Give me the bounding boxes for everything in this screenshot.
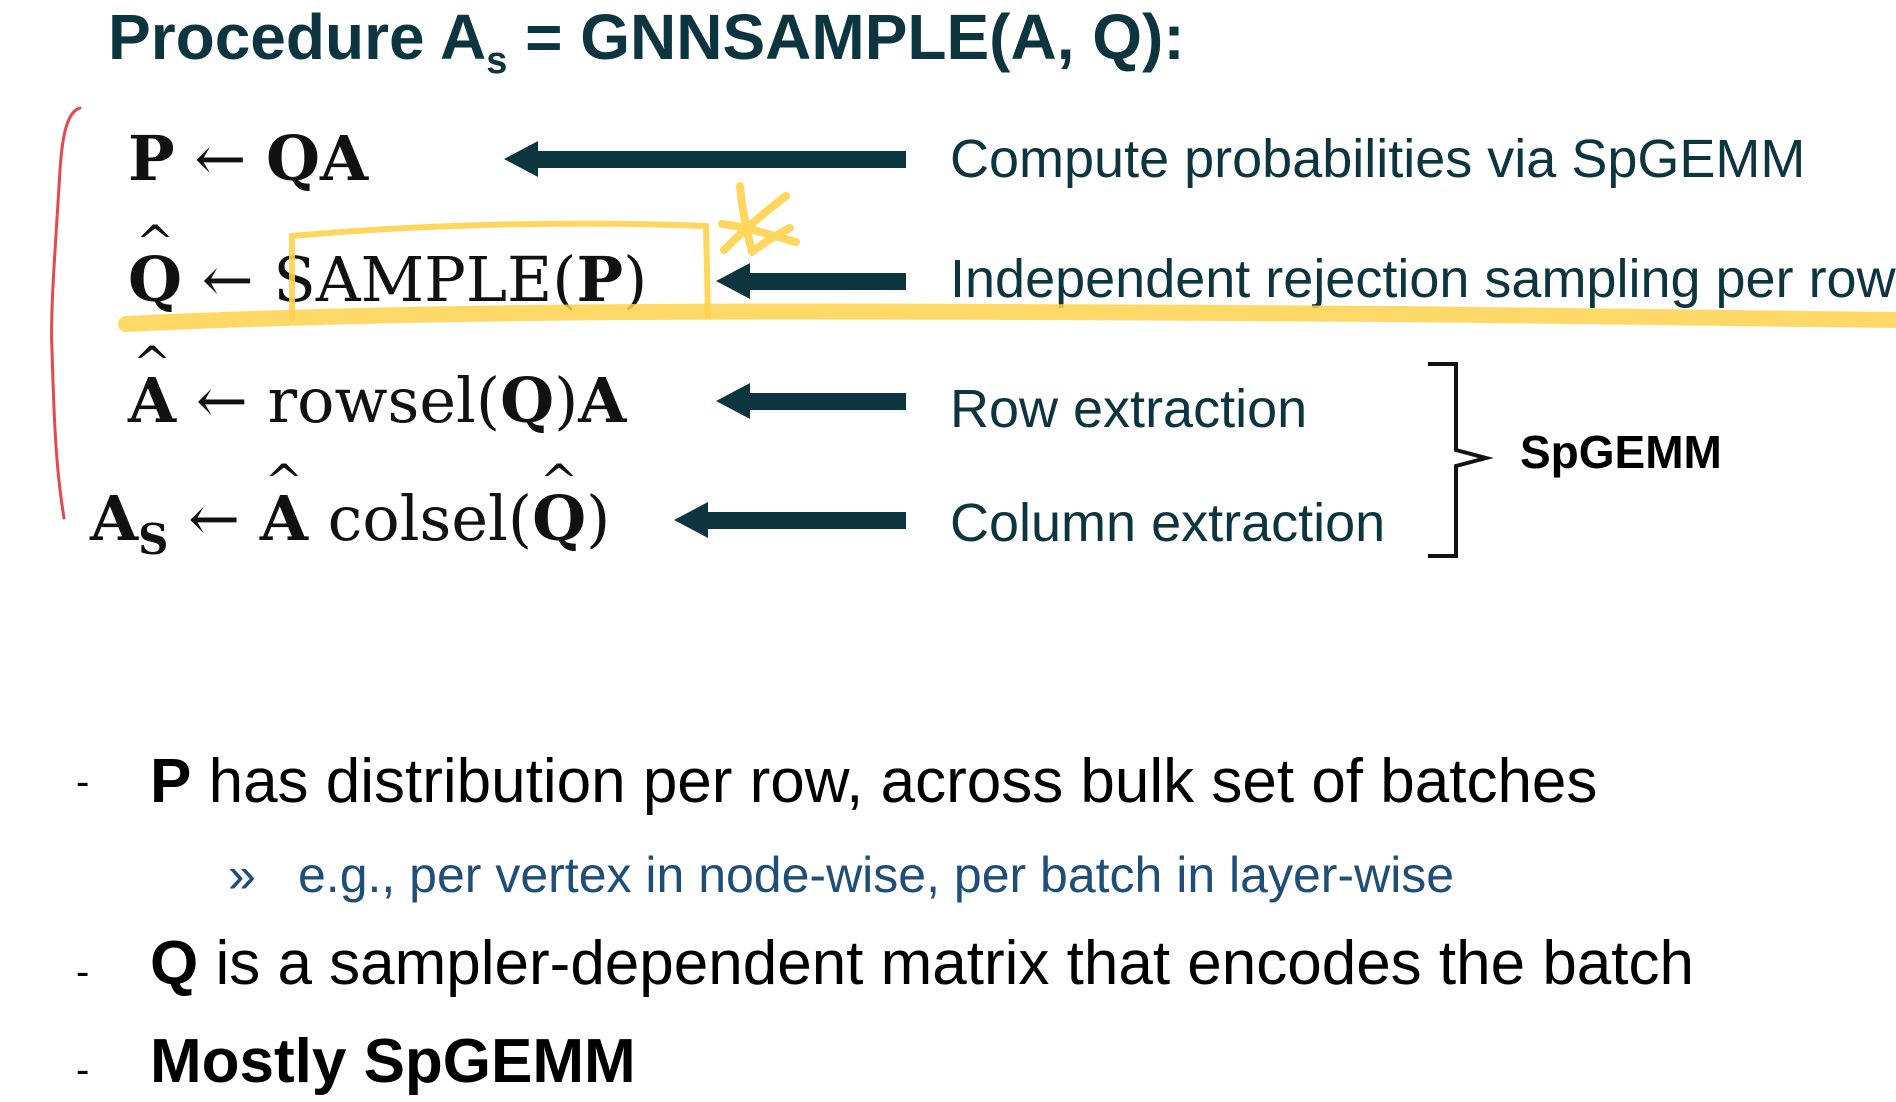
bullet-3-dash: - [76,1048,90,1092]
step-2-lhs: Q [128,243,182,316]
arrow-2-shaft [746,273,906,290]
highlight-box [289,220,711,321]
bullet-3: Mostly SpGEMM [150,1026,636,1097]
step-3-function: rowsel( [267,364,501,437]
step-2-function: SAMPLE( [273,243,577,316]
star-doodle-icon [718,182,800,256]
step-4-arg: Q [532,482,586,555]
step-4-description: Column extraction [950,493,1386,553]
step-2-arg: P [576,243,624,316]
bullet-1-dash: - [76,760,90,804]
step-3-arg: Q [500,364,555,437]
title-subscript: s [486,40,508,82]
step-2-assign-arrow: ← [201,243,254,316]
step-4-function: colsel( [327,482,533,555]
step-3-assign-arrow: ← [195,364,248,437]
step-4-formula: AS ← A colsel(Q) [90,482,610,564]
arrow-3-head [716,383,750,419]
step-1-description: Compute probabilities via SpGEMM [950,129,1806,189]
step-2-close: ) [623,243,648,316]
step-3-lhs: A [128,364,176,437]
bullet-2-dash: - [76,950,90,994]
bullet-2-symbol: Q [150,929,199,998]
arrow-1-head [504,141,538,177]
step-3-formula: A ← rowsel(Q)A [128,364,626,437]
step-1-formula: P ← QA [128,122,368,195]
bullet-3-text: Mostly SpGEMM [150,1027,636,1096]
arrow-4-head [674,502,708,538]
step-1-lhs: P [128,122,175,195]
step-3-description: Row extraction [950,379,1308,439]
step-2-description: Independent rejection sampling per row [950,249,1896,309]
spgemm-brace-label: SpGEMM [1520,426,1722,478]
right-brace [1428,362,1494,558]
highlight-underline [118,303,1896,332]
sub-bullet-marker: » [228,847,256,903]
step-3-tail: A [578,364,627,437]
arrow-4-shaft [704,512,906,529]
bullet-2: Q is a sampler-dependent matrix that enc… [150,928,1694,999]
step-4-lhs: A [90,482,139,555]
step-4-rhs-a: A [260,482,308,555]
step-1-rhs-q: Q [266,122,321,195]
step-3-close: ) [554,364,579,437]
bullet-1: P has distribution per row, across bulk … [150,746,1597,817]
title-suffix: = GNNSAMPLE(A, Q): [507,1,1185,73]
arrow-3-shaft [746,393,906,410]
bullet-2-text: is a sampler-dependent matrix that encod… [198,929,1694,998]
arrow-2-head [716,263,750,299]
procedure-title: Procedure As = GNNSAMPLE(A, Q): [108,0,1185,83]
red-bracket-annotation [50,106,82,520]
bullet-1-text: has distribution per row, across bulk se… [191,747,1598,816]
title-prefix: Procedure A [108,1,487,73]
pointer-arrows [504,141,906,538]
step-4-assign-arrow: ← [188,482,241,555]
sub-bullet-text: e.g., per vertex in node-wise, per batch… [298,847,1455,903]
step-2-formula: Q ← SAMPLE(P) [128,243,647,316]
step-1-assign-arrow: ← [194,122,247,195]
arrow-1-shaft [532,151,906,168]
step-1-rhs-a: A [320,122,369,195]
step-4-lhs-subscript: S [138,515,169,564]
step-4-close: ) [586,482,611,555]
bullet-1-symbol: P [150,747,192,816]
